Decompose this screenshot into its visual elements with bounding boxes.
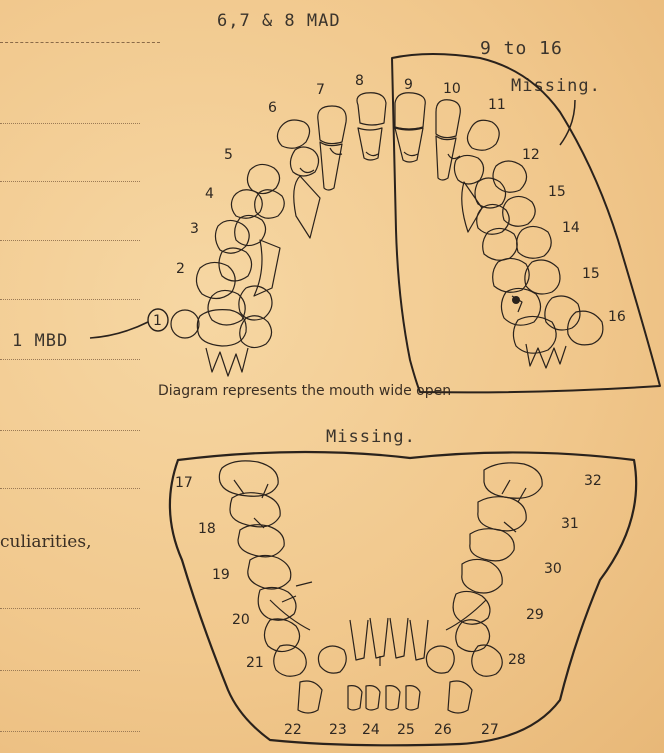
upper-missing-region-outline	[392, 54, 660, 392]
upper-arch-teeth	[171, 93, 603, 376]
tooth1-circle	[148, 309, 168, 331]
lower-missing-region-outline	[170, 452, 636, 745]
ink-blot	[512, 296, 520, 304]
lower-arch-teeth	[219, 461, 542, 713]
pointer-line-tooth1	[90, 322, 148, 338]
